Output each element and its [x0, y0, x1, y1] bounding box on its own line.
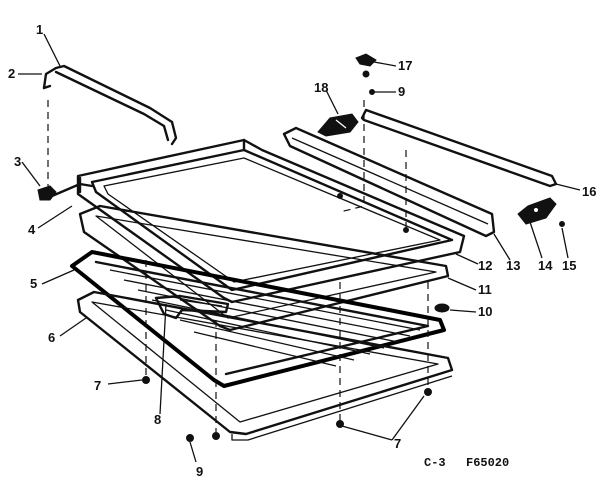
callout-4: 4 — [28, 222, 36, 237]
callout-16: 16 — [582, 184, 596, 199]
callout-3: 3 — [14, 154, 21, 169]
callout-17: 17 — [398, 58, 412, 73]
handle-rod — [42, 64, 178, 146]
sheet-code: C-3 — [424, 456, 446, 470]
figure-code: C-3 F65020 — [424, 456, 509, 470]
callout-7a: 7 — [94, 378, 101, 393]
door-frame — [76, 138, 466, 304]
side-rail-right — [282, 126, 496, 238]
callout-11: 11 — [478, 282, 492, 297]
leader-lines — [18, 33, 581, 463]
callout-5: 5 — [30, 276, 37, 291]
callout-10: 10 — [478, 304, 492, 319]
callout-6: 6 — [48, 330, 55, 345]
rod-right — [360, 108, 558, 188]
callout-18: 18 — [314, 80, 328, 95]
callout-7b: 7 — [394, 436, 401, 451]
callout-14: 14 — [538, 258, 553, 273]
callout-1: 1 — [36, 22, 43, 37]
callout-labels: 1 2 3 4 5 6 7 7 8 9 9 10 11 12 13 14 15 … — [8, 22, 596, 479]
callout-8: 8 — [154, 412, 161, 427]
clip-top — [355, 53, 377, 95]
callout-15: 15 — [562, 258, 576, 273]
callout-9b: 9 — [398, 84, 405, 99]
hinge-bracket-right — [517, 197, 565, 227]
callout-2: 2 — [8, 66, 15, 81]
screws — [142, 193, 432, 442]
figure-number: F65020 — [466, 456, 509, 470]
grommet — [434, 303, 450, 313]
bracket-18 — [317, 113, 359, 137]
heating-grid — [70, 250, 446, 388]
assembly-lines — [47, 100, 429, 432]
bottom-panel — [76, 290, 454, 441]
callout-12: 12 — [478, 258, 492, 273]
callout-9a: 9 — [196, 464, 203, 479]
callout-13: 13 — [506, 258, 520, 273]
